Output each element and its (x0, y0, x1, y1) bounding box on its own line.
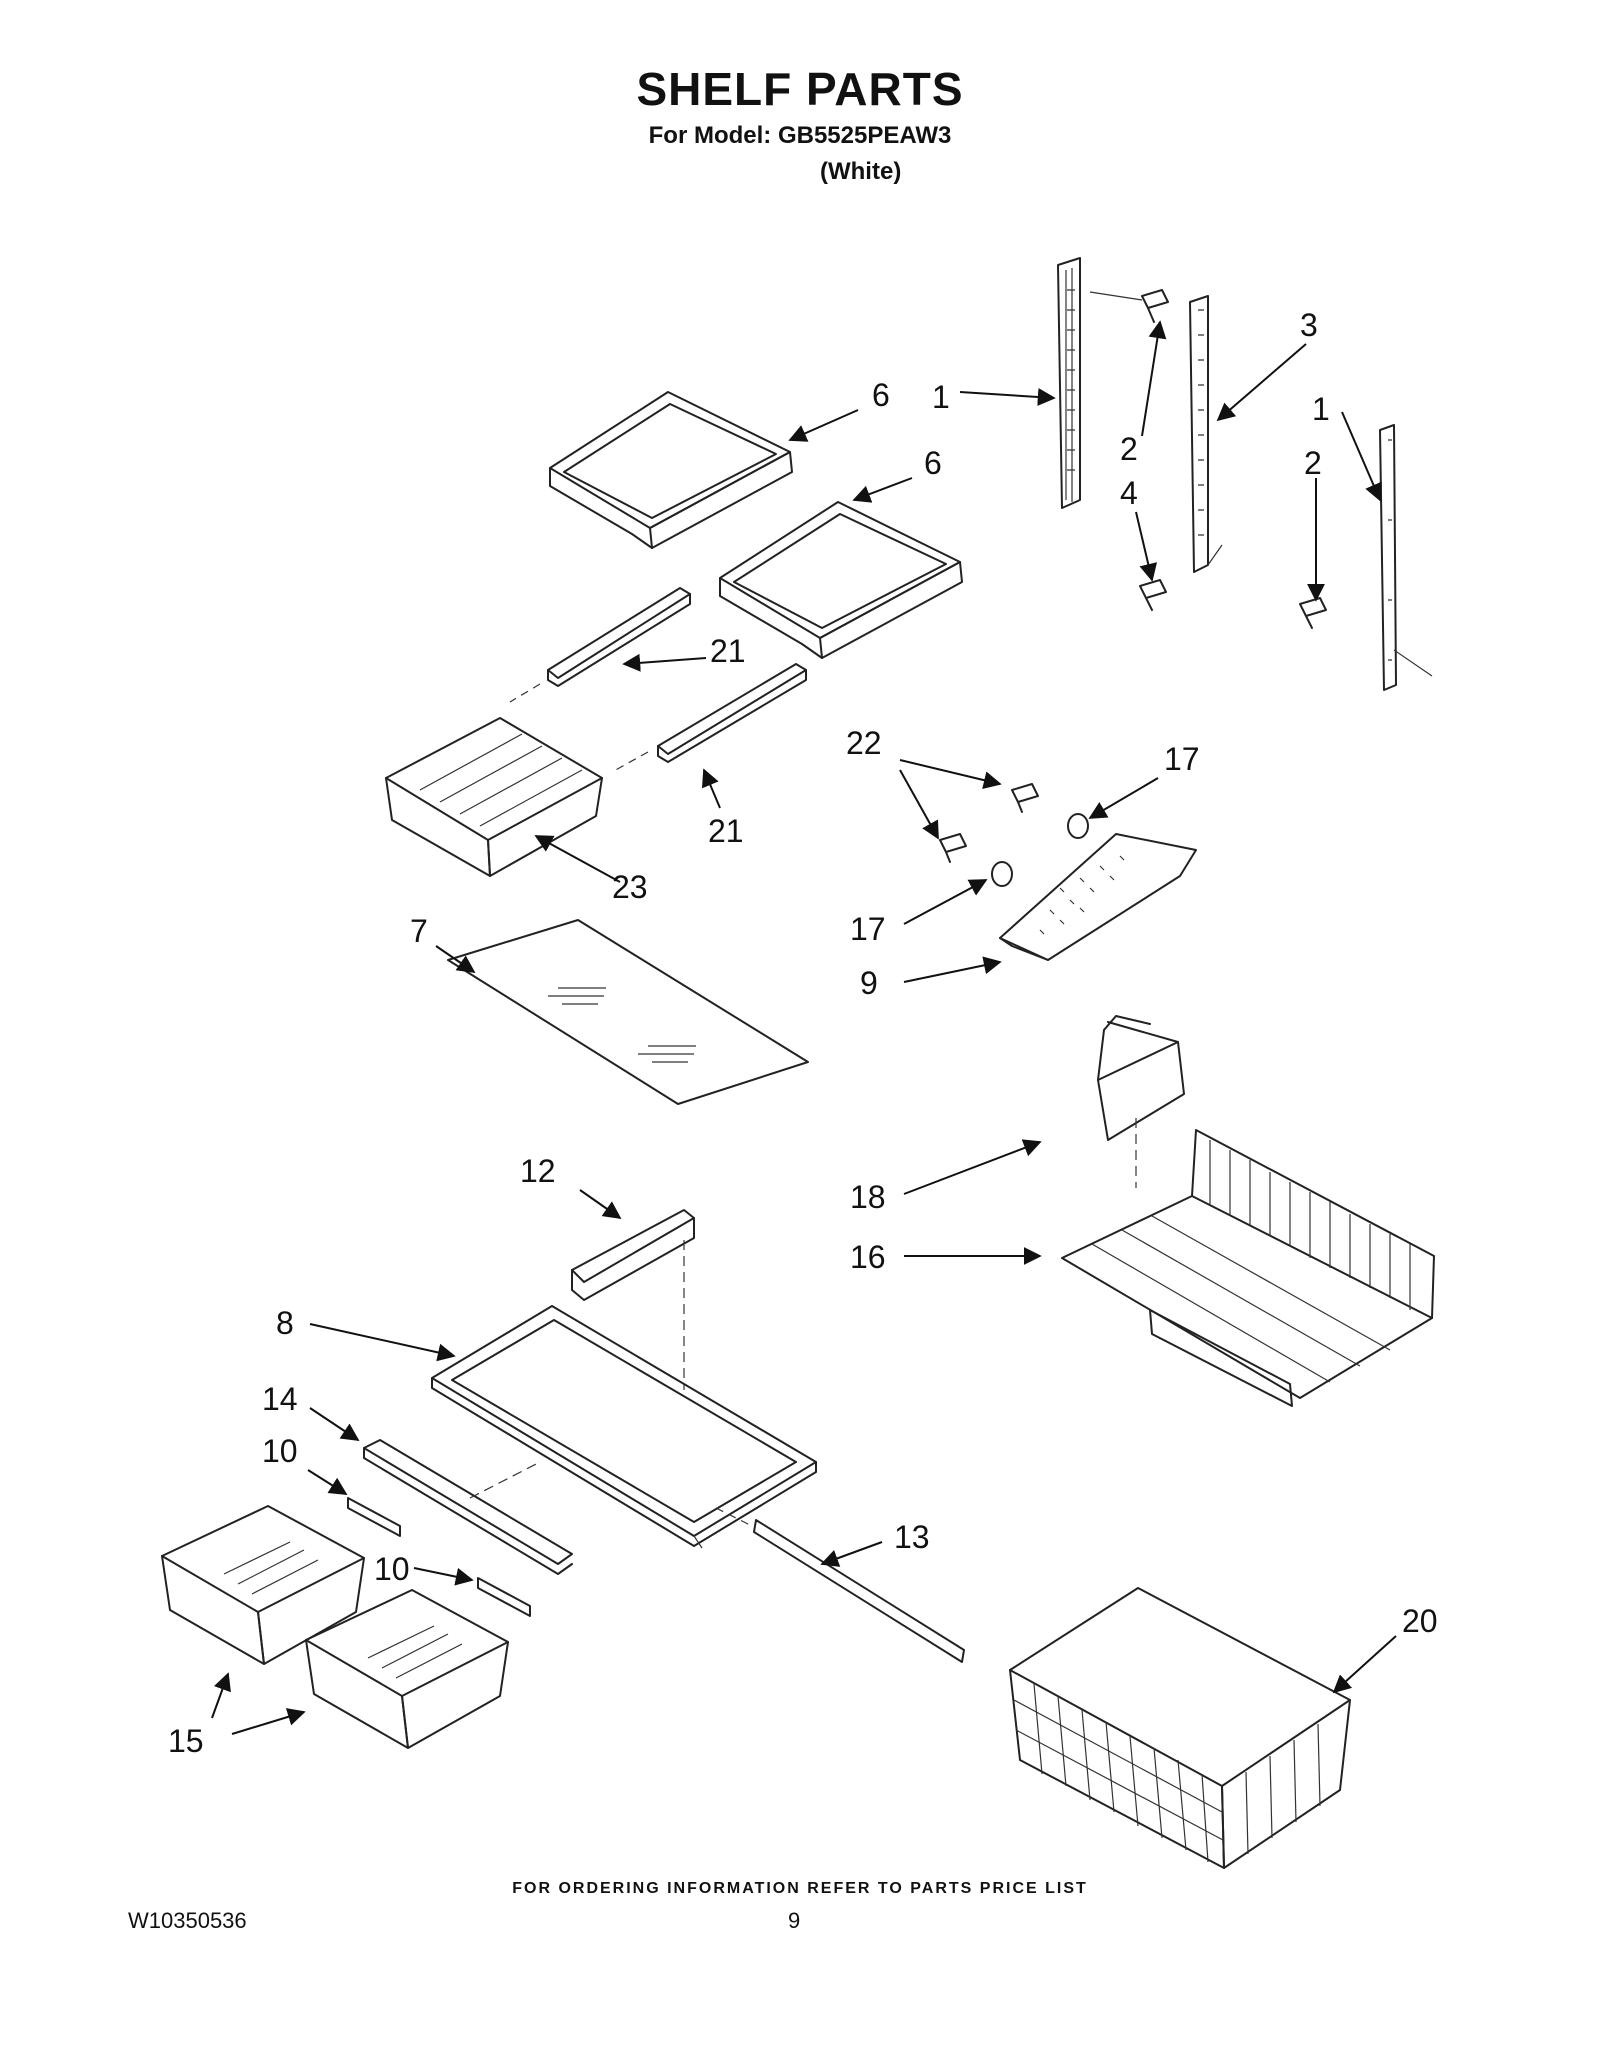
part-rail-left (1057, 257, 1081, 509)
part-crisper-cover (431, 1305, 817, 1549)
callout-4: 4 (1120, 475, 1138, 511)
part-bin-left (161, 1505, 365, 1665)
leader-lines (211, 320, 1397, 1735)
part-cantilever-bin (939, 783, 1197, 961)
model-line: For Model: GB5525PEAW3 (648, 122, 952, 149)
part-shelf-lower (719, 501, 963, 659)
callout-21-lower: 21 (708, 813, 744, 849)
callout-17-upper: 17 (1164, 741, 1200, 777)
callout-14: 14 (262, 1381, 298, 1417)
page-title: SHELF PARTS (636, 63, 964, 115)
part-glass-shelf (447, 919, 809, 1105)
callout-12: 12 (520, 1153, 556, 1189)
document-number: W10350536 (128, 1908, 247, 1933)
page-number: 9 (788, 1908, 801, 1933)
part-slide-left (509, 587, 691, 703)
callout-15: 15 (168, 1723, 204, 1759)
part-bracket-small (347, 1497, 531, 1617)
callout-7: 7 (410, 913, 428, 949)
part-crisper-drawer (385, 717, 603, 877)
part-basket-bracket (1097, 1015, 1185, 1188)
part-wire-shelf (1061, 1129, 1435, 1407)
part-bin-right (305, 1589, 509, 1749)
callout-3: 3 (1300, 307, 1318, 343)
callout-21-upper: 21 (710, 633, 746, 669)
callout-10-upper: 10 (262, 1433, 298, 1469)
part-wire-basket (1009, 1587, 1351, 1869)
callout-22: 22 (846, 725, 882, 761)
part-front-rail (363, 1439, 573, 1575)
color-line: (White) (820, 158, 902, 185)
callout-17-lower: 17 (850, 911, 886, 947)
part-shelf-upper (549, 391, 793, 549)
callout-20: 20 (1402, 1603, 1438, 1639)
callout-23: 23 (612, 869, 648, 905)
callout-1-left: 1 (932, 379, 950, 415)
ordering-note: FOR ORDERING INFORMATION REFER TO PARTS … (512, 1880, 1088, 1897)
part-slide-right (611, 663, 807, 773)
callout-9: 9 (860, 965, 878, 1001)
callout-13: 13 (894, 1519, 930, 1555)
callout-16: 16 (850, 1239, 886, 1275)
part-rail-right (1379, 424, 1433, 691)
callout-1-right: 1 (1312, 391, 1330, 427)
callout-18: 18 (850, 1179, 886, 1215)
callout-6-upper: 6 (872, 377, 890, 413)
callout-6-lower: 6 (924, 445, 942, 481)
callout-2-right: 2 (1304, 445, 1322, 481)
part-rail-center (1189, 295, 1223, 573)
callout-2-upper: 2 (1120, 431, 1138, 467)
callout-10-lower: 10 (374, 1551, 410, 1587)
callout-labels: 6 6 1 2 4 3 1 2 21 21 23 7 22 17 17 9 12… (168, 307, 1438, 1759)
part-rod (715, 1507, 965, 1663)
callout-8: 8 (276, 1305, 294, 1341)
part-divider-clip (571, 1209, 695, 1390)
